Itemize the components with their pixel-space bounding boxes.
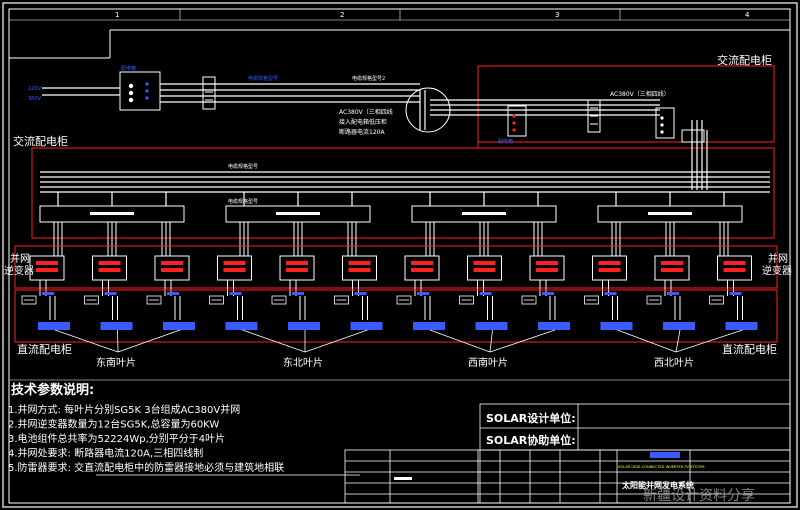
ac380v-note-3: 断路器电流120A xyxy=(339,128,385,136)
dc-combiner-unit xyxy=(84,292,133,330)
dc-combiner-unit xyxy=(21,292,70,330)
leaf-label: 西南叶片 xyxy=(468,356,508,369)
pv-array-block xyxy=(413,322,445,330)
inverter-label-left: 并网逆变器 xyxy=(4,252,34,277)
tech-note-item: 4.并网处要求: 断路器电流120A,三相四线制 xyxy=(8,447,203,460)
pv-array-block xyxy=(38,322,70,330)
leaf-label: 东南叶片 xyxy=(96,356,136,369)
dc-combiner-unit xyxy=(709,292,758,330)
ac-busbar xyxy=(40,171,770,193)
tech-note-item: 3.电池组件总共率为52224Wp,分别平分于4叶片 xyxy=(8,432,225,445)
solar-design-unit: SOLAR设计单位: xyxy=(486,411,576,425)
meter-cabinet-label: 配电箱 xyxy=(121,65,136,72)
tech-notes-list: 1.并网方式: 每叶片分别SG5K 3台组成AC380V并网 2.并网逆变器数量为… xyxy=(8,403,284,474)
tech-note-item: 1.并网方式: 每叶片分别SG5K 3台组成AC380V并网 xyxy=(8,403,240,416)
column-markers: 1 2 3 4 xyxy=(115,9,750,20)
leaf-label: 东北叶片 xyxy=(283,356,323,369)
leaf-label: 西北叶片 xyxy=(654,356,694,369)
col-marker: 2 xyxy=(340,11,344,19)
ac-cabinet-label-right: 交流配电柜 xyxy=(717,53,772,67)
inverter-unit xyxy=(154,255,190,296)
pv-array-block xyxy=(538,322,570,330)
busbar-label-lower: 电缆规格型号 xyxy=(228,198,258,205)
dc-cabinet-label-right: 直流配电柜 xyxy=(722,342,777,356)
pv-array-block xyxy=(163,322,195,330)
dc-combiner-unit xyxy=(209,292,258,330)
dc-cabinet-label-left: 直流配电柜 xyxy=(17,342,72,356)
drawing-title-en: SOLAR GRID-CONNECTED INVERTER PV SYSTEM xyxy=(618,465,704,469)
pv-array-block xyxy=(600,322,633,330)
dc-combiner-row xyxy=(21,292,758,330)
drawing-title: 太阳能并网发电系统 xyxy=(621,480,694,490)
dc-combiner-unit xyxy=(271,292,320,330)
top-cable-label-left: 电缆规格型号 xyxy=(248,75,278,82)
dc-combiner-unit xyxy=(646,292,695,330)
pv-array-block xyxy=(725,322,758,330)
tech-notes-heading: 技术参数说明: xyxy=(11,382,94,398)
inverter-region xyxy=(14,245,778,289)
top-cable-label-mid: 电缆规格型号2 xyxy=(352,75,385,82)
ac-cabinet-region xyxy=(477,65,775,143)
col-marker: 3 xyxy=(555,11,559,19)
watermark: 新疆设计资料分享 xyxy=(643,487,755,504)
ac-cabinet-label-left: 交流配电柜 xyxy=(13,134,68,148)
pv-array-block xyxy=(475,322,508,330)
ac380v-note-2: 接入配电箱低压柜 xyxy=(339,118,387,126)
pv-array-block xyxy=(100,322,133,330)
pv-array-block xyxy=(288,322,320,330)
pv-array-block xyxy=(350,322,383,330)
busbar-label-upper: 电缆规格型号 xyxy=(228,163,258,170)
breaker-box-2 xyxy=(587,99,601,133)
inverter-unit xyxy=(529,255,565,296)
col-marker: 4 xyxy=(745,11,750,19)
inverter-unit xyxy=(404,255,440,296)
leaf-labels: 东南叶片 东北叶片 西南叶片 西北叶片 xyxy=(96,356,694,369)
leaf-grouping-lines xyxy=(54,329,743,353)
meter-box-a xyxy=(507,105,527,137)
svg-text:220V: 220V xyxy=(28,86,42,92)
dc-combiner-unit xyxy=(146,292,195,330)
inverter-unit xyxy=(92,255,127,296)
dc-region xyxy=(14,289,778,343)
ac-breaker-row xyxy=(39,192,743,256)
inverter-unit xyxy=(467,255,502,296)
pv-array-block xyxy=(663,322,695,330)
dc-combiner-unit xyxy=(334,292,383,330)
title-block xyxy=(344,403,791,504)
meter-box-a-label: 配电箱 xyxy=(498,138,513,145)
svg-text:380V: 380V xyxy=(28,96,42,102)
tech-note-item: 2.并网逆变器数量为12台SG5K,总容量为60KW xyxy=(8,418,219,431)
pv-array-block xyxy=(225,322,258,330)
tech-note-item: 5.防雷器要求: 交直流配电柜中的防雷器接地必须与建筑地相联 xyxy=(8,461,284,474)
ac-cabinet-region-lower xyxy=(31,147,775,239)
meter-box-b xyxy=(655,107,675,139)
ac380v-note-1: AC380V（三相四线 xyxy=(339,108,393,116)
dc-combiner-unit xyxy=(521,292,570,330)
dc-combiner-unit xyxy=(396,292,445,330)
inverter-label-right: 并网逆变器 xyxy=(762,252,792,277)
breaker-box-1 xyxy=(202,76,216,110)
dc-combiner-unit xyxy=(459,292,508,330)
col-marker: 1 xyxy=(115,11,119,19)
solar-assist-unit: SOLAR协助单位: xyxy=(486,433,576,447)
meter-cabinet xyxy=(119,71,161,111)
ac380v-main-label: AC380V（三相四线） xyxy=(610,90,670,98)
dc-combiner-unit xyxy=(584,292,633,330)
